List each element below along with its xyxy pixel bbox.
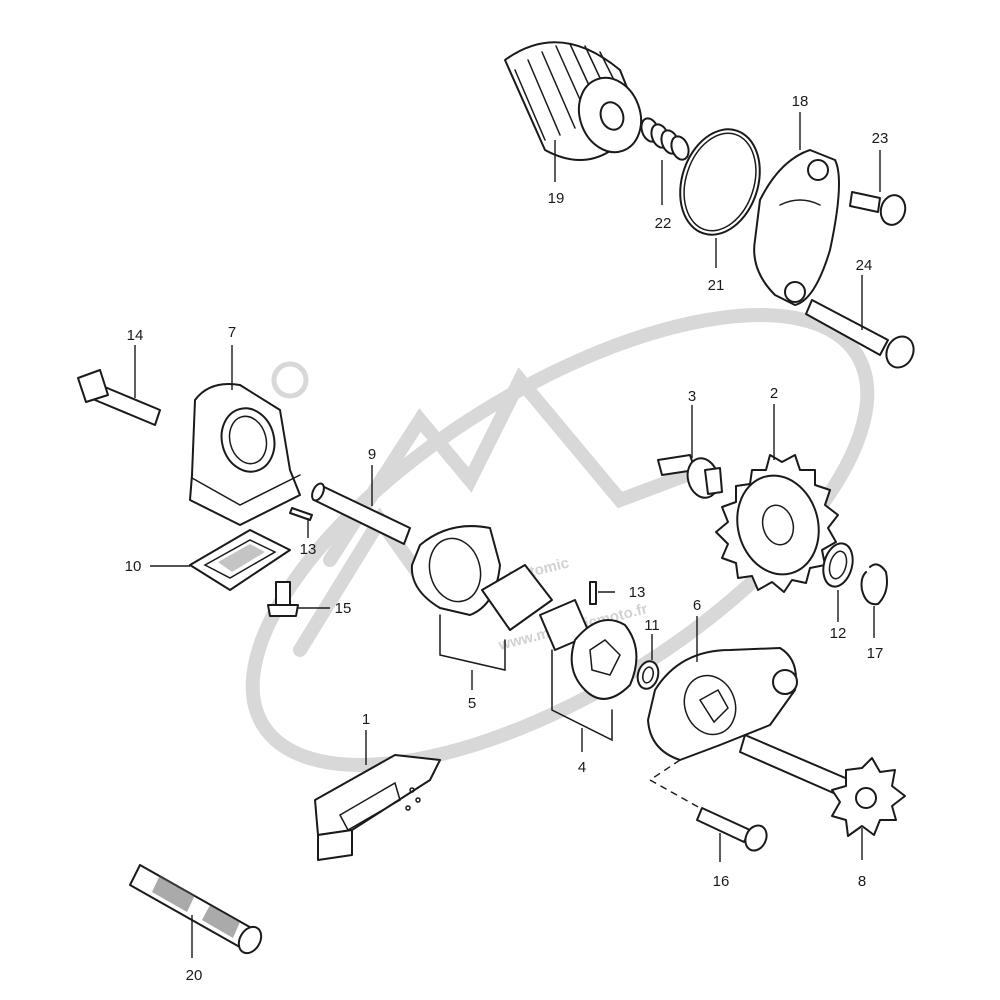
callout-6: 6 (693, 597, 701, 614)
part-24-long-bolt: 24 (805, 257, 915, 369)
callout-9: 9 (368, 446, 376, 463)
part-17-circlip: 17 (860, 563, 888, 662)
part-9-pump-shaft: 9 (311, 446, 411, 545)
callout-18: 18 (792, 93, 809, 110)
callout-11: 11 (644, 617, 660, 634)
part-12-washer: 12 (822, 542, 854, 642)
part-23-bolt: 23 (849, 130, 907, 226)
callout-2: 2 (770, 385, 778, 402)
callout-1: 1 (362, 711, 370, 728)
callout-24: 24 (856, 257, 873, 274)
callout-10: 10 (125, 558, 142, 575)
part-4-inner-rotor: 4 (539, 599, 638, 776)
callout-3: 3 (688, 388, 696, 405)
part-20-strainer-tube: 20 (129, 864, 263, 984)
part-3-stud: 3 (657, 388, 723, 499)
part-1-gasket-plate: 1 (314, 711, 441, 861)
callout-8: 8 (858, 873, 866, 890)
callout-15: 15 (335, 600, 352, 617)
part-18-filter-cap: 18 (753, 93, 840, 306)
part-14-bolt: 14 (77, 327, 161, 426)
part-6-pump-cover: 6 (647, 597, 798, 761)
callout-14: 14 (127, 327, 144, 344)
callout-13-right: 13 (629, 584, 646, 601)
part-22-spring: 22 (640, 117, 690, 232)
callout-20: 20 (186, 967, 203, 984)
part-19-oil-filter: 19 (504, 41, 643, 207)
callout-4: 4 (578, 759, 586, 776)
callout-19: 19 (548, 190, 565, 207)
callout-23: 23 (872, 130, 889, 147)
callout-13-left: 13 (300, 541, 317, 558)
callout-7: 7 (228, 324, 236, 341)
callout-22: 22 (655, 215, 672, 232)
part-10-gasket: 10 (125, 529, 291, 591)
part-15-bolt: 15 (267, 581, 352, 617)
part-13-pin-right: 13 (589, 581, 646, 605)
part-2-drive-gear: 2 (715, 385, 839, 593)
part-13-pin-left: 13 (289, 507, 317, 558)
callout-21: 21 (708, 277, 725, 294)
callout-17: 17 (867, 645, 884, 662)
callout-5: 5 (468, 695, 476, 712)
callout-16: 16 (713, 873, 730, 890)
part-21-o-ring: 21 (679, 128, 761, 294)
part-11-washer: 11 (636, 617, 660, 690)
part-5-rotor-set: 5 (410, 525, 553, 712)
part-8-driven-gear: 8 (739, 734, 906, 890)
part-7-strainer-housing: 7 (189, 324, 301, 526)
part-16-bolt: 16 (649, 759, 768, 890)
callout-12: 12 (830, 625, 847, 642)
